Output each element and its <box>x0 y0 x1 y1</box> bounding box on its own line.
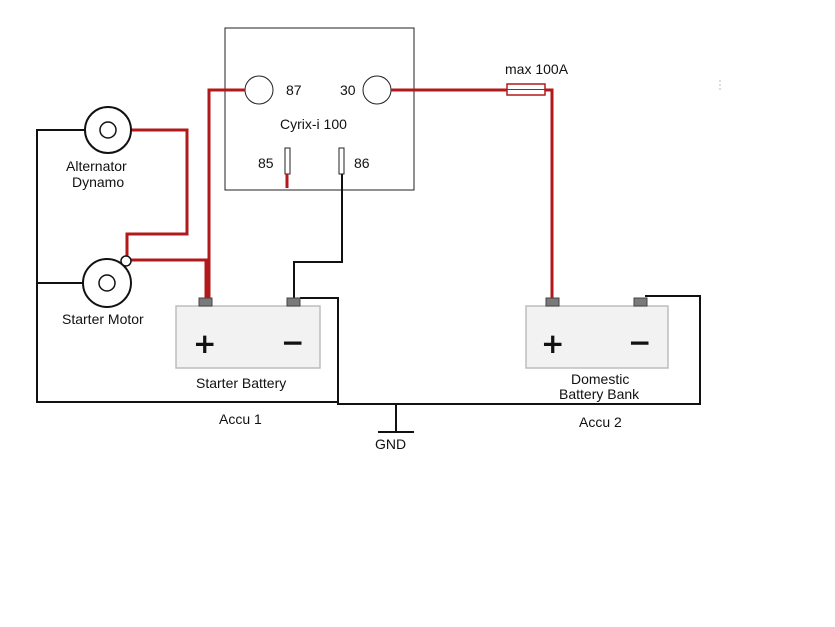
relay-pin-85-label: 85 <box>258 155 274 171</box>
relay-box <box>224 27 415 191</box>
domestic-battery-minus: − <box>628 326 651 359</box>
domestic-battery-label-line2: Battery Bank <box>559 386 640 402</box>
starter-motor-symbol <box>82 255 132 308</box>
starter-battery-label: Starter Battery <box>196 375 286 391</box>
relay-pin-86-label: 86 <box>354 155 370 171</box>
alternator-symbol <box>84 106 132 154</box>
relay-terminal-85 <box>284 147 291 175</box>
relay-terminal-86 <box>338 147 345 175</box>
relay-pin-87-label: 87 <box>286 82 302 98</box>
alternator-label-line1: Alternator <box>66 158 127 174</box>
ground-label: GND <box>375 436 406 452</box>
negative-wires <box>36 129 701 433</box>
accu2-label: Accu 2 <box>579 414 622 430</box>
relay-terminal-87 <box>244 75 274 105</box>
domestic-battery <box>525 297 669 369</box>
accu1-label: Accu 1 <box>219 411 262 427</box>
alternator-label-line2: Dynamo <box>72 174 124 190</box>
relay-name: Cyrix-i 100 <box>280 116 347 132</box>
relay-pin-30-label: 30 <box>340 82 356 98</box>
starter-battery-plus: + <box>193 327 216 360</box>
positive-wires <box>125 88 554 300</box>
domestic-battery-label-line1: Domestic <box>571 371 629 387</box>
starter-battery <box>175 297 321 369</box>
relay-terminal-30 <box>362 75 392 105</box>
fuse-label: max 100A <box>505 61 569 77</box>
starter-battery-minus: − <box>281 326 304 359</box>
domestic-battery-plus: + <box>541 327 564 360</box>
starter-motor-label: Starter Motor <box>62 311 144 327</box>
